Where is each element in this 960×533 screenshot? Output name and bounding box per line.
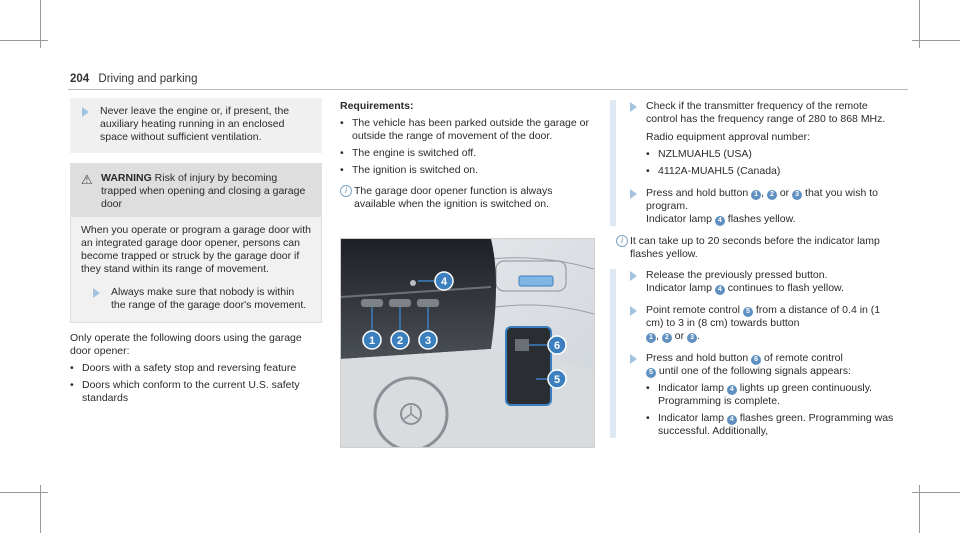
column-left: Never leave the engine or, if present, t… <box>70 98 322 405</box>
info-note: i The garage door opener function is alw… <box>340 185 595 211</box>
warning-header: ⚠ WARNING Risk of injury by becoming tra… <box>71 164 321 217</box>
steps-list: Release the previously pressed button. I… <box>610 269 895 438</box>
page-header: 204 Driving and parking <box>70 73 197 85</box>
step: Check if the transmitter frequency of th… <box>630 100 895 178</box>
callout-4: 4 <box>434 271 454 291</box>
step: Press and hold button 6 of remote contro… <box>630 352 895 438</box>
callout-2: 2 <box>390 330 410 350</box>
tip-box: Never leave the engine or, if present, t… <box>70 98 322 153</box>
callout-6-marker: 6 <box>751 355 762 365</box>
step-arrow-icon <box>630 189 637 199</box>
info-text: The garage door opener function is alway… <box>354 185 553 210</box>
step-arrow-icon <box>630 354 637 364</box>
callout-label: 1 <box>369 335 375 347</box>
tip-arrow-icon <box>93 288 100 298</box>
callout-1: 1 <box>362 330 382 350</box>
callout-5-marker: 5 <box>742 307 753 317</box>
illustration-svg: 4 1 2 3 6 5 <box>341 239 594 447</box>
crop-mark <box>912 492 960 493</box>
warning-tip: Always make sure that nobody is within t… <box>81 276 311 312</box>
callout-3: 3 <box>418 330 438 350</box>
warning-tip-text: Always make sure that nobody is within t… <box>111 286 307 311</box>
signal-list: Indicator lamp 4 lights up green contin­… <box>646 382 895 438</box>
list-item: NZLMUAHL5 (USA) <box>646 148 895 161</box>
callout-4-marker: 4 <box>726 385 737 395</box>
crop-mark <box>0 492 48 493</box>
column-right: Check if the transmitter frequency of th… <box>610 100 895 438</box>
door-list: Doors with a safety stop and reversing f… <box>70 362 322 405</box>
info-text: It can take up to 20 seconds before the … <box>630 235 880 260</box>
garage-opener-illustration: 4 1 2 3 6 5 <box>340 238 595 448</box>
callout-3-marker: 3 <box>687 333 698 343</box>
step-text: Check if the transmitter frequency of th… <box>646 100 886 125</box>
callout-label: 5 <box>554 374 560 386</box>
list-item: Doors with a safety stop and reversing f… <box>70 362 322 375</box>
steps-list: Check if the transmitter frequency of th… <box>610 100 895 226</box>
crop-mark <box>40 485 41 533</box>
callout-6: 6 <box>547 335 567 355</box>
step: Press and hold button 1, 2 or 3 that you… <box>630 187 895 226</box>
callout-4-marker: 4 <box>726 415 737 425</box>
tip-arrow-icon <box>82 107 89 117</box>
warning-body: When you operate or program a garage doo… <box>71 217 321 322</box>
crop-mark <box>0 40 48 41</box>
warning-body-text: When you operate or program a garage doo… <box>81 224 311 275</box>
step-text: Release the previously pressed button. I… <box>646 269 844 295</box>
radio-list: NZLMUAHL5 (USA) 4112A-MUAHL5 (Canada) <box>646 148 895 178</box>
list-item: The ignition is switched on. <box>340 164 595 177</box>
callout-1-marker: 1 <box>646 333 656 343</box>
callout-5-marker: 5 <box>646 368 656 378</box>
callout-3-marker: 3 <box>792 190 803 200</box>
list-item: The engine is switched off. <box>340 147 595 160</box>
requirements-title: Requirements: <box>340 100 414 112</box>
step: Release the previously pressed button. I… <box>630 269 895 295</box>
callout-label: 3 <box>425 335 431 347</box>
list-item: The vehicle has been parked outside the … <box>340 117 595 143</box>
list-item: 4112A-MUAHL5 (Canada) <box>646 165 895 178</box>
info-note: i It can take up to 20 seconds before th… <box>616 235 895 261</box>
step-text: Press and hold button 6 of remote contro… <box>646 352 851 378</box>
radio-label: Radio equipment approval number: <box>646 131 811 143</box>
section-title: Driving and parking <box>98 73 198 85</box>
warning-text: Risk of injury by becoming trapped when … <box>101 172 306 210</box>
warning-triangle-icon: ⚠ <box>81 172 93 187</box>
operate-intro: Only operate the following doors using t… <box>70 332 302 357</box>
list-item: Doors which conform to the current U.S. … <box>70 379 322 405</box>
crop-mark <box>919 0 920 48</box>
requirements-list: The vehicle has been parked outside the … <box>340 117 595 177</box>
callout-2-marker: 2 <box>661 333 672 343</box>
step-arrow-icon <box>630 271 637 281</box>
callout-4-marker: 4 <box>714 285 725 295</box>
step-arrow-icon <box>630 306 637 316</box>
callout-1-marker: 1 <box>751 190 762 200</box>
callout-2-marker: 2 <box>766 190 777 200</box>
callout-4-marker: 4 <box>714 216 725 226</box>
info-icon: i <box>616 235 628 247</box>
crop-mark <box>40 0 41 48</box>
step: Point remote control 5 from a distance o… <box>630 304 895 343</box>
list-item: Indicator lamp 4 flashes green. Pro­gram… <box>646 412 895 438</box>
step-text: Point remote control 5 from a distance o… <box>646 304 881 343</box>
warning-box: ⚠ WARNING Risk of injury by becoming tra… <box>70 163 322 323</box>
callout-5: 5 <box>547 369 567 389</box>
header-divider <box>68 89 908 90</box>
step-arrow-icon <box>630 102 637 112</box>
tip-text: Never leave the engine or, if present, t… <box>100 105 290 143</box>
crop-mark <box>919 485 920 533</box>
list-item: Indicator lamp 4 lights up green contin­… <box>646 382 895 408</box>
page-number: 204 <box>70 73 90 85</box>
crop-mark <box>912 40 960 41</box>
callout-label: 4 <box>441 276 448 288</box>
column-middle: Requirements: The vehicle has been parke… <box>340 100 595 211</box>
step-text: Press and hold button 1, 2 or 3 that you… <box>646 187 878 226</box>
info-icon: i <box>340 185 352 197</box>
warning-title: WARNING <box>101 172 152 184</box>
callout-label: 6 <box>554 340 560 352</box>
callout-label: 2 <box>397 335 403 347</box>
